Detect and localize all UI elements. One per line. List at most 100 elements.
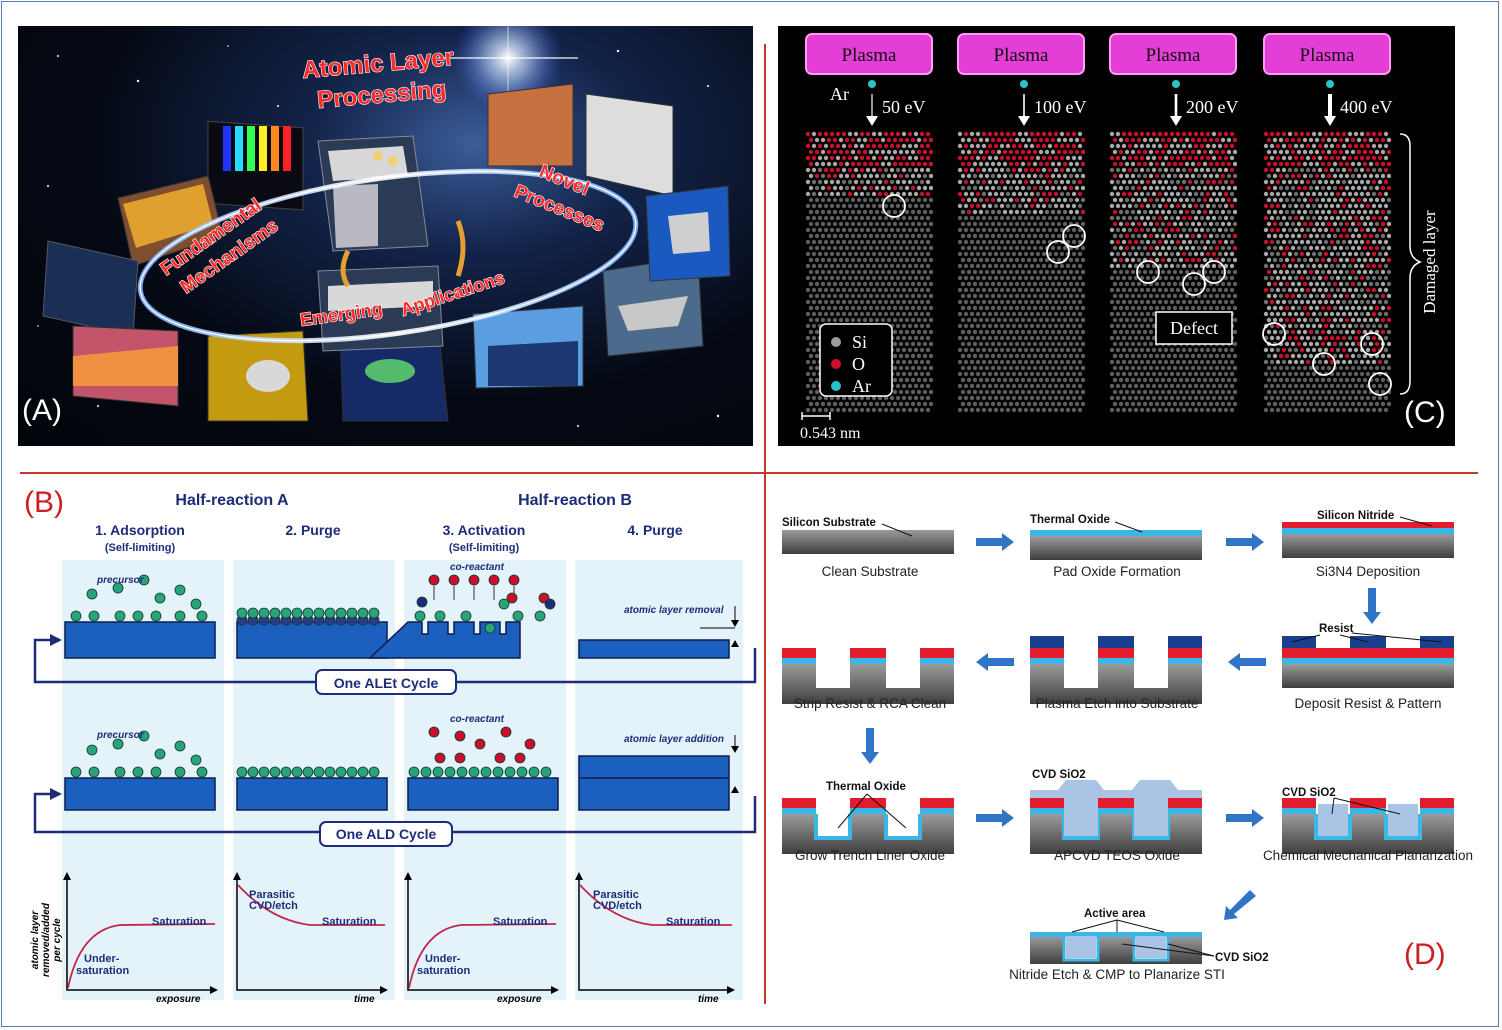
defect-marker [1062,224,1086,248]
molecule [468,574,480,586]
defect-marker [1182,272,1206,296]
molecule [154,592,166,604]
molecule [174,766,186,778]
flow-arrow [976,653,1014,671]
application-tiles [42,83,731,422]
label-thermal-oxide: Thermal Oxide [1030,514,1110,526]
ylabel-line2: removed/added [41,902,52,977]
molecule [408,766,420,778]
molecule [428,574,440,586]
label-silicon-substrate: Silicon Substrate [782,517,876,529]
molecule [346,607,358,619]
molecule [313,607,325,619]
ald-cycle-label: One ALD Cycle [336,826,437,842]
defect-label-box: Defect [1155,311,1233,345]
molecule [258,766,270,778]
molecule [416,596,428,608]
molecule [112,738,124,750]
defect-marker [1312,352,1336,376]
step-clean-substrate: Clean Substrate [822,564,919,579]
molecule [528,766,540,778]
molecule [269,766,281,778]
saturation-label-2: Saturation [322,916,377,928]
label-cvd-sio2-b: CVD SiO2 [1282,787,1336,799]
molecule [346,766,358,778]
molecule [504,766,516,778]
plasma-label-1: Plasma [842,45,897,66]
molecule [460,610,472,622]
energy-label-4: 400 eV [1340,97,1393,117]
scale-bar: 0.543 nm [800,412,861,442]
molecule [434,610,446,622]
molecule [236,766,248,778]
step1-sub: (Self-limiting) [105,542,176,554]
molecule [335,766,347,778]
molecule [138,574,150,586]
step-deposit-resist: Deposit Resist & Pattern [1294,696,1441,711]
ylabel-line3: per cycle [52,918,63,963]
molecule [434,752,446,764]
flow-arrow [976,533,1014,551]
wafer-clean-substrate [782,530,954,554]
molecule [454,752,466,764]
half-reaction-b: Half-reaction B [518,492,632,509]
title-line2: Processing [316,76,447,114]
callouts: Silicon Substrate Thermal Oxide Silicon … [782,510,1443,964]
molecule [484,622,496,634]
panel-label-c: (C) [1404,396,1446,429]
molecule [132,766,144,778]
molecule [516,766,528,778]
removal-label: atomic layer removal [624,605,724,616]
wafer-final-sti [1030,932,1202,964]
under-line2-a: saturation [76,965,129,977]
step-pad-oxide: Pad Oxide Formation [1053,564,1181,579]
flow-arrow [1228,653,1266,671]
xlabel-exposure-2: exposure [497,994,542,1005]
alet-cycle-loop: One ALEt Cycle [33,634,757,695]
legend-si: Si [852,332,867,352]
molecule [492,766,504,778]
molecule [302,607,314,619]
step2-title: 2. Purge [285,522,340,538]
molecule [112,582,124,594]
molecule [236,607,248,619]
molecule [247,607,259,619]
label-resist: Resist [1319,623,1354,635]
molecule [494,752,506,764]
plasma-label-2: Plasma [994,45,1049,66]
molecule [448,574,460,586]
molecule [150,610,162,622]
molecule [88,610,100,622]
step-nitride-etch: Nitride Etch & CMP to Planarize STI [1009,967,1225,982]
panel-a-atomic-layer-processing: Atomic Layer Processing Fundamental Mech… [18,26,753,446]
molecule [357,607,369,619]
flow-arrow [861,728,879,764]
molecule [368,766,380,778]
panel-b-alet-ald-cycles: Half-reaction A Half-reaction B 1. Adsor… [20,480,760,1010]
half-reaction-a: Half-reaction A [175,492,289,509]
legend-o: O [852,354,865,374]
horizontal-divider [20,472,1478,474]
molecule [190,598,202,610]
molecule [174,584,186,596]
damaged-layer-label: Damaged layer [1420,210,1439,314]
central-reactor [317,135,466,352]
legend-ar: Ar [852,376,871,396]
scale-label: 0.543 nm [800,425,861,442]
molecule [269,607,281,619]
defect-marker [1368,372,1392,396]
under-line1-a: Under- [84,953,120,965]
energy-label-2: 100 eV [1034,97,1087,117]
addition-label: atomic layer addition [624,734,724,745]
molecule [86,744,98,756]
molecule [154,748,166,760]
wafer-nitride [1282,522,1454,558]
ylabel-line1: atomic layer [30,910,41,969]
label-thermal-oxide-liner: Thermal Oxide [826,781,906,793]
step1-title: 1. Adsorption [95,522,185,538]
parasitic-line2-b: CVD/etch [593,900,642,912]
parasitic-line1-b: Parasitic [593,889,639,901]
step3-sub: (Self-limiting) [449,542,520,554]
panel-d-illustration: Clean Substrate Pad Oxide Formation Si3N… [782,510,1473,982]
label-silicon-nitride: Silicon Nitride [1317,510,1394,522]
